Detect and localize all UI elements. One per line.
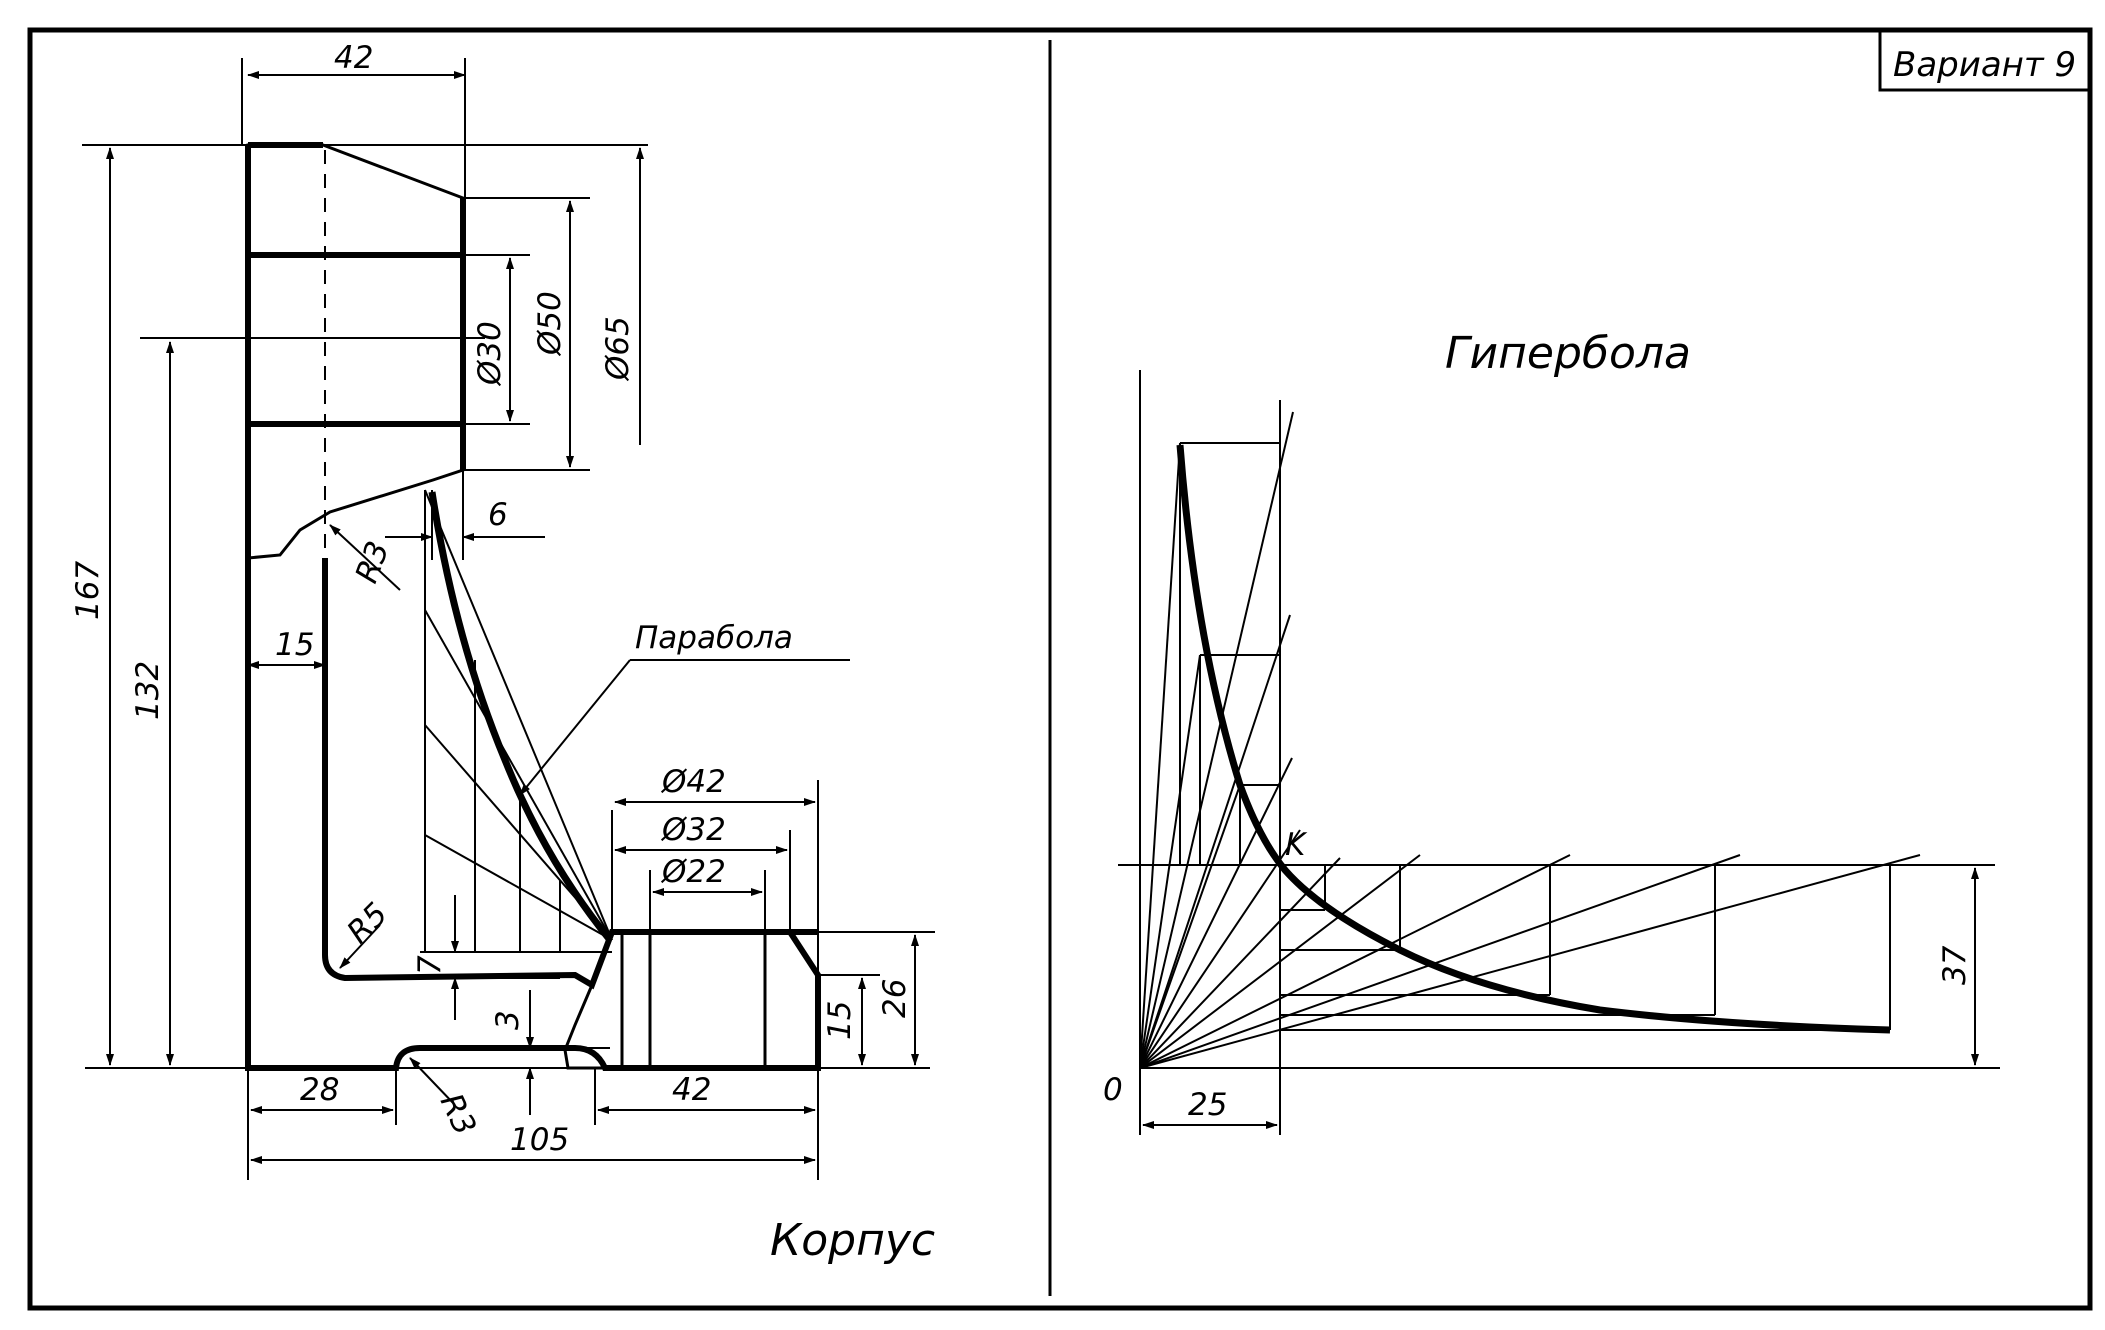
dim-28: 28 xyxy=(300,1072,339,1108)
dim-7: 7 xyxy=(412,955,448,975)
dim-26: 26 xyxy=(877,979,913,1018)
dim-15-left: 15 xyxy=(275,627,314,663)
dim-r5: R5 xyxy=(340,896,395,951)
dim-25: 25 xyxy=(1188,1087,1227,1123)
dim-132: 132 xyxy=(130,661,166,720)
parabola-leader xyxy=(519,659,631,796)
origin-label: 0 xyxy=(1103,1072,1123,1108)
left-title: Корпус xyxy=(770,1215,935,1266)
dim-phi42: Ø42 xyxy=(660,764,726,800)
parabola-curve xyxy=(428,491,613,943)
dim-42-top: 42 xyxy=(334,40,373,76)
variant-label: Вариант 9 xyxy=(1893,45,2076,85)
dim-15-right: 15 xyxy=(822,1001,858,1040)
dim-phi32: Ø32 xyxy=(660,812,726,848)
dim-42-bottom: 42 xyxy=(672,1072,711,1108)
dim-3: 3 xyxy=(490,1010,526,1030)
housing-part: 42 167 132 Ø30 Ø50 Ø65 6 R3 15 xyxy=(70,40,935,1266)
parabola-construction xyxy=(420,489,613,953)
sheet-frame xyxy=(27,27,2093,1311)
dim-phi50: Ø50 xyxy=(532,291,568,357)
dim-r3-bottom: R3 xyxy=(433,1088,483,1141)
hyperbola-construction: Гипербола xyxy=(1103,328,2000,1135)
dim-phi30: Ø30 xyxy=(472,321,508,387)
parabola-label: Парабола xyxy=(635,620,793,656)
dim-phi22: Ø22 xyxy=(660,854,726,890)
hyperbola-curve xyxy=(1176,444,1891,1034)
point-k-label: K xyxy=(1285,827,1308,863)
dim-105: 105 xyxy=(510,1122,569,1158)
variant-box xyxy=(1878,30,2090,92)
dim-6: 6 xyxy=(488,497,508,533)
dim-167: 167 xyxy=(70,561,106,620)
dim-37: 37 xyxy=(1937,945,1973,985)
housing-outline xyxy=(245,145,821,1071)
right-title: Гипербола xyxy=(1445,328,1691,379)
hatch-boss-right xyxy=(763,930,820,1070)
hatch-section-top xyxy=(246,143,465,257)
dim-phi65: Ø65 xyxy=(600,316,636,382)
